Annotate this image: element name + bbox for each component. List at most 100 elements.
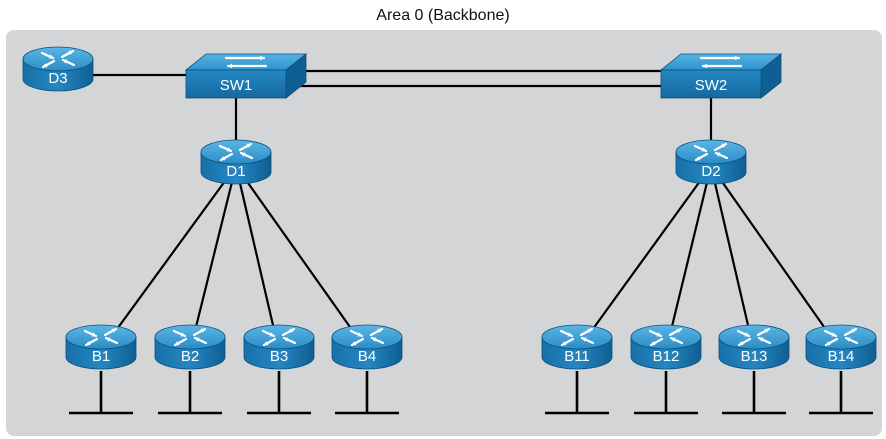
- arrow-head: [264, 341, 269, 346]
- switch-arrows: [224, 55, 268, 69]
- router-label: D1: [226, 163, 245, 180]
- lan-segment-b14: [809, 371, 873, 415]
- router-d3[interactable]: D3: [22, 46, 94, 92]
- lan-segment-b3: [247, 371, 311, 415]
- router-icon: [154, 324, 226, 370]
- router-icon: [331, 324, 403, 370]
- link-d2-b14: [710, 165, 842, 352]
- arrow-head: [63, 59, 68, 64]
- arrow-head: [91, 332, 96, 337]
- router-arrows: [218, 142, 254, 162]
- link-d2-b13: [709, 165, 756, 352]
- arrow-head: [228, 63, 232, 69]
- link-d2-b12: [664, 165, 713, 352]
- router-b11[interactable]: B11: [541, 324, 613, 370]
- router-label: B12: [653, 348, 680, 365]
- arrow-head: [269, 332, 274, 337]
- switch-sw2[interactable]: SW2: [659, 53, 783, 99]
- router-label: B3: [270, 348, 288, 365]
- arrow-head: [846, 337, 851, 342]
- router-arrows: [349, 327, 385, 347]
- router-b3[interactable]: B3: [243, 324, 315, 370]
- lan-segment-b2: [158, 371, 222, 415]
- router-top: [675, 139, 747, 165]
- arrow-head: [377, 328, 382, 333]
- arrow-head: [246, 143, 251, 148]
- router-top: [331, 324, 403, 350]
- router-b13[interactable]: B13: [718, 324, 790, 370]
- router-icon: [200, 139, 272, 185]
- arrow-head: [200, 328, 205, 333]
- router-b1[interactable]: B1: [65, 324, 137, 370]
- arrow-head: [671, 337, 676, 342]
- arrow-head: [106, 337, 111, 342]
- router-b2[interactable]: B2: [154, 324, 226, 370]
- lan-segment-b1: [69, 371, 133, 415]
- arrow-head: [739, 341, 744, 346]
- router-icon: [805, 324, 877, 370]
- switch-icon: [659, 53, 783, 99]
- router-d1[interactable]: D1: [200, 139, 272, 185]
- router-top: [200, 139, 272, 165]
- router-icon: [675, 139, 747, 185]
- router-top: [805, 324, 877, 350]
- router-label: D2: [701, 163, 720, 180]
- lan-segment-b11: [545, 371, 609, 415]
- arrow-head: [68, 50, 73, 55]
- router-b12[interactable]: B12: [630, 324, 702, 370]
- router-arrows: [172, 327, 208, 347]
- arrow-head: [289, 328, 294, 333]
- lan-segment-b4: [335, 371, 399, 415]
- arrow-head: [567, 332, 572, 337]
- router-arrows: [648, 327, 684, 347]
- switch-arrows: [699, 55, 743, 69]
- arrow-head: [175, 341, 180, 346]
- lan-segments: [69, 371, 873, 415]
- router-label: B11: [564, 348, 590, 365]
- router-d2[interactable]: D2: [675, 139, 747, 185]
- router-label: B4: [358, 348, 376, 365]
- router-label: B1: [92, 348, 110, 365]
- arrow-head: [260, 55, 264, 61]
- arrow-head: [696, 156, 701, 161]
- router-label: B2: [181, 348, 199, 365]
- switch-sw1[interactable]: SW1: [184, 53, 308, 99]
- arrow-head: [826, 341, 831, 346]
- router-icon: [630, 324, 702, 370]
- arrow-head: [716, 152, 721, 157]
- arrow-head: [744, 332, 749, 337]
- arrow-head: [759, 337, 764, 342]
- arrow-head: [701, 147, 706, 152]
- arrow-head: [656, 332, 661, 337]
- router-arrows: [83, 327, 119, 347]
- switch-front: [185, 69, 287, 99]
- router-icon: [541, 324, 613, 370]
- links-layer: [88, 69, 842, 352]
- link-d1-b4: [235, 165, 368, 352]
- switch-label: SW2: [695, 77, 728, 94]
- arrow-head: [676, 328, 681, 333]
- router-arrows: [40, 49, 76, 69]
- link-d1-b2: [188, 165, 238, 352]
- arrow-head: [48, 54, 53, 59]
- router-b4[interactable]: B4: [331, 324, 403, 370]
- arrow-head: [587, 328, 592, 333]
- router-arrows: [823, 327, 859, 347]
- arrow-head: [721, 143, 726, 148]
- router-b14[interactable]: B14: [805, 324, 877, 370]
- router-top: [630, 324, 702, 350]
- router-label: D3: [48, 70, 67, 87]
- router-top: [22, 46, 94, 72]
- arrow-head: [111, 328, 116, 333]
- arrow-head: [352, 341, 357, 346]
- switch-top: [184, 53, 308, 71]
- router-icon: [22, 46, 94, 92]
- arrow-head: [241, 152, 246, 157]
- arrow-head: [226, 147, 231, 152]
- arrow-head: [284, 337, 289, 342]
- link-d2-b11: [576, 165, 712, 352]
- router-arrows: [261, 327, 297, 347]
- router-label: B13: [741, 348, 768, 365]
